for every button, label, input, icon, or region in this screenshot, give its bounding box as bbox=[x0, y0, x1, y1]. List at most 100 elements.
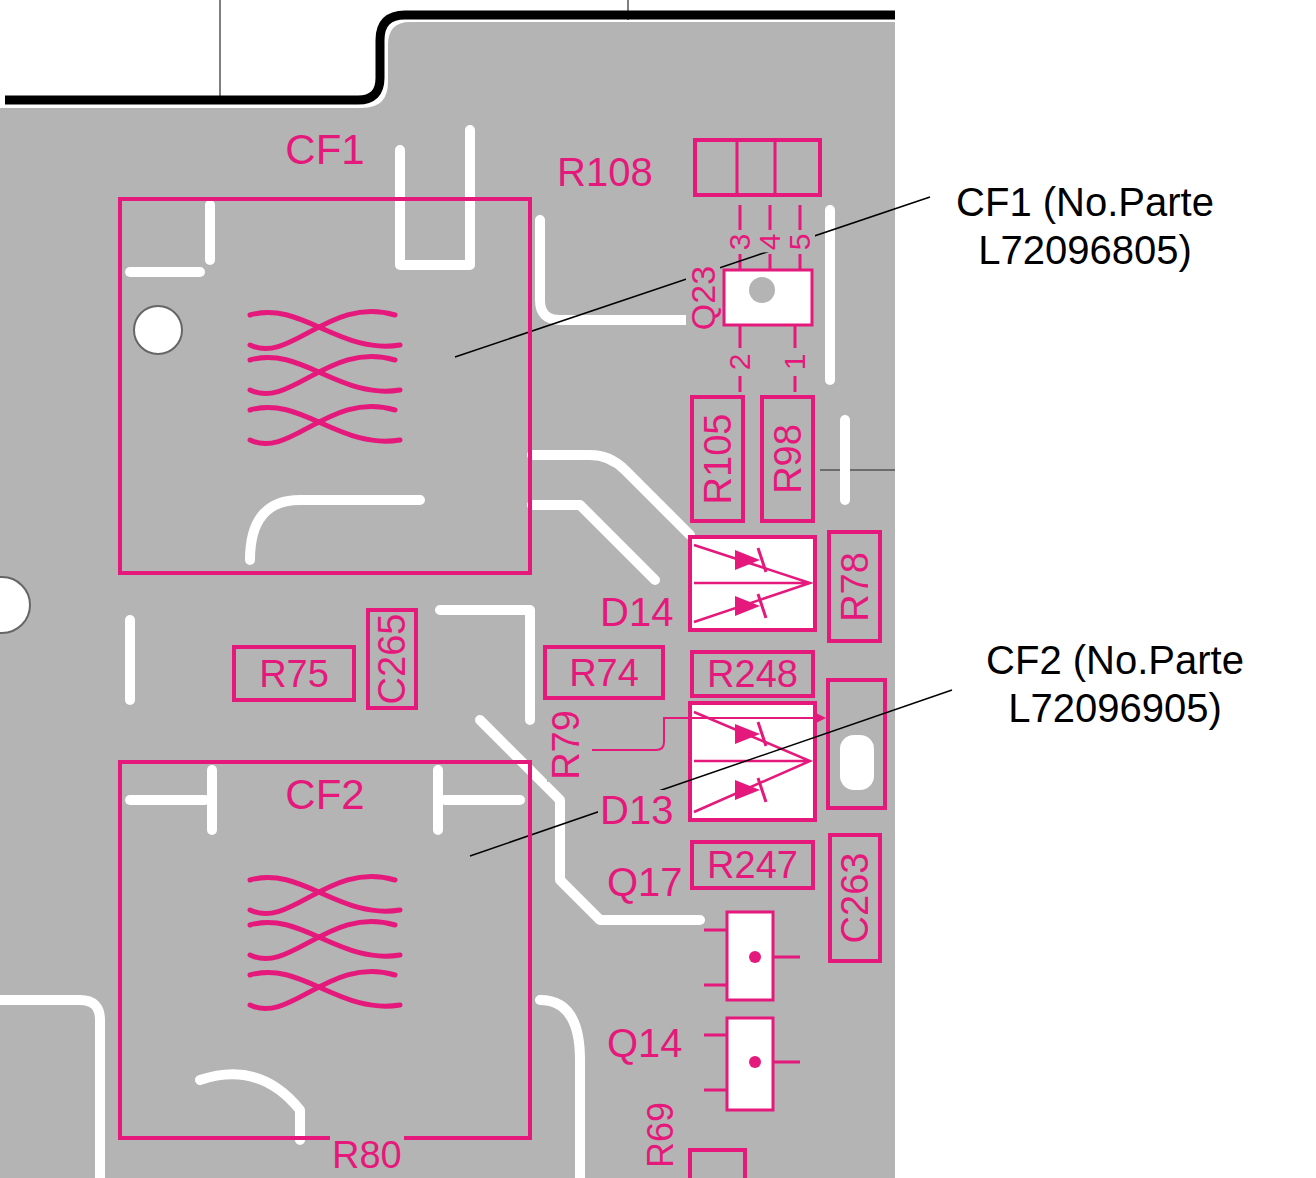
part-label: R69 bbox=[643, 1100, 679, 1170]
pin-number: 2 bbox=[725, 352, 755, 373]
component-box: R98 bbox=[760, 395, 815, 523]
copper-gap bbox=[540, 220, 690, 320]
diode-wires bbox=[694, 545, 810, 622]
mounting-hole bbox=[0, 577, 30, 633]
copper-gap bbox=[825, 210, 835, 380]
part-label: Q17 bbox=[605, 862, 685, 902]
copper-ground bbox=[0, 22, 895, 1178]
leader-arrowhead bbox=[814, 712, 826, 724]
component-label: R98 bbox=[769, 424, 807, 494]
component-label: R105 bbox=[699, 414, 737, 505]
filter-curve bbox=[250, 922, 400, 956]
pin-number: 3 bbox=[725, 232, 755, 253]
component-box: R247 bbox=[690, 840, 815, 890]
copper-gap bbox=[205, 205, 215, 260]
filter-symbol bbox=[250, 876, 400, 1008]
component-box: C265 bbox=[366, 608, 418, 710]
leader-line bbox=[592, 718, 818, 750]
diode-symbol bbox=[735, 724, 760, 800]
copper-gap bbox=[532, 455, 690, 535]
part-label: R80 bbox=[330, 1136, 404, 1174]
diode-wires bbox=[694, 712, 810, 812]
filter-outline: CF1 bbox=[118, 197, 532, 575]
transistor-body bbox=[727, 1018, 773, 1110]
component-box: R75 bbox=[232, 645, 356, 702]
diode-footprint bbox=[690, 537, 815, 630]
transistor-footprint bbox=[704, 912, 800, 1000]
component-label: C265 bbox=[373, 614, 411, 705]
component-box: R105 bbox=[690, 395, 745, 523]
filter-curve bbox=[250, 407, 400, 441]
part-label: D14 bbox=[598, 592, 675, 632]
pin-number: 4 bbox=[755, 232, 785, 253]
component-label: C263 bbox=[836, 853, 874, 944]
diode-outline bbox=[690, 703, 815, 820]
transistor-body bbox=[727, 912, 773, 1000]
part-label: D13 bbox=[598, 790, 675, 830]
component-label: R74 bbox=[569, 654, 639, 692]
diode-bar bbox=[758, 548, 766, 618]
component-box: R78 bbox=[827, 530, 882, 643]
pad-dot bbox=[749, 277, 775, 303]
copper-gap bbox=[440, 610, 530, 720]
filter-symbol bbox=[250, 311, 400, 443]
copper-gap bbox=[532, 505, 655, 580]
pad bbox=[840, 735, 874, 790]
pin-dot bbox=[749, 1056, 761, 1068]
diode-outline bbox=[690, 537, 815, 630]
part-label: R108 bbox=[555, 152, 655, 192]
filter-curve bbox=[250, 972, 400, 1006]
pad-footprint bbox=[828, 680, 885, 808]
resistor-outline bbox=[695, 140, 820, 195]
pin-number: 1 bbox=[780, 352, 810, 373]
leader-line bbox=[470, 690, 952, 856]
pad-divider bbox=[737, 140, 775, 195]
component-label: R75 bbox=[259, 655, 329, 693]
part-label: Q23 bbox=[686, 264, 720, 332]
copper-gap bbox=[250, 500, 420, 560]
part-number-callout: CF1 (No.Parte L72096805) bbox=[935, 178, 1235, 274]
filter-curve bbox=[250, 312, 400, 346]
copper-gap bbox=[200, 1074, 300, 1140]
component-label: R247 bbox=[707, 846, 798, 884]
component-box: C263 bbox=[828, 833, 882, 963]
pin-number: 5 bbox=[785, 232, 815, 253]
grid-line bbox=[820, 469, 895, 471]
pin-dot bbox=[749, 951, 761, 963]
component-label: CF2 bbox=[122, 774, 528, 816]
copper-gap bbox=[0, 1000, 100, 1178]
filter-outline: CF2 bbox=[118, 760, 532, 1140]
part-label: Q14 bbox=[605, 1023, 685, 1063]
filter-curve bbox=[250, 357, 400, 391]
copper-gap bbox=[125, 620, 135, 700]
pad-outline bbox=[828, 680, 885, 808]
copper-gap bbox=[445, 795, 520, 805]
copper-gap bbox=[433, 770, 443, 830]
copper-gaps bbox=[0, 130, 845, 1178]
component-label: CF1 bbox=[122, 129, 528, 171]
grid-line bbox=[219, 0, 221, 100]
copper-gap bbox=[207, 770, 217, 830]
transistor-footprint bbox=[704, 1018, 800, 1110]
board-outline bbox=[5, 15, 895, 100]
mounting-hole bbox=[134, 306, 182, 354]
diode-bar bbox=[758, 722, 766, 802]
diode-symbol bbox=[735, 550, 760, 616]
copper-gap bbox=[130, 795, 205, 805]
part-label: R79 bbox=[547, 708, 585, 782]
copper-gap bbox=[130, 267, 200, 277]
part-number-callout: CF2 (No.Parte L72096905) bbox=[965, 636, 1265, 732]
copper-gap bbox=[480, 720, 700, 920]
leader-line bbox=[455, 197, 930, 357]
component-label: R248 bbox=[707, 655, 798, 693]
copper-gap bbox=[840, 420, 850, 500]
resistor-footprint bbox=[695, 140, 820, 195]
filter-curve bbox=[250, 877, 400, 911]
component-label: R78 bbox=[836, 552, 874, 622]
grid-lines-lower bbox=[820, 469, 895, 471]
component-box: R74 bbox=[543, 645, 665, 700]
transistor-body bbox=[724, 270, 812, 325]
